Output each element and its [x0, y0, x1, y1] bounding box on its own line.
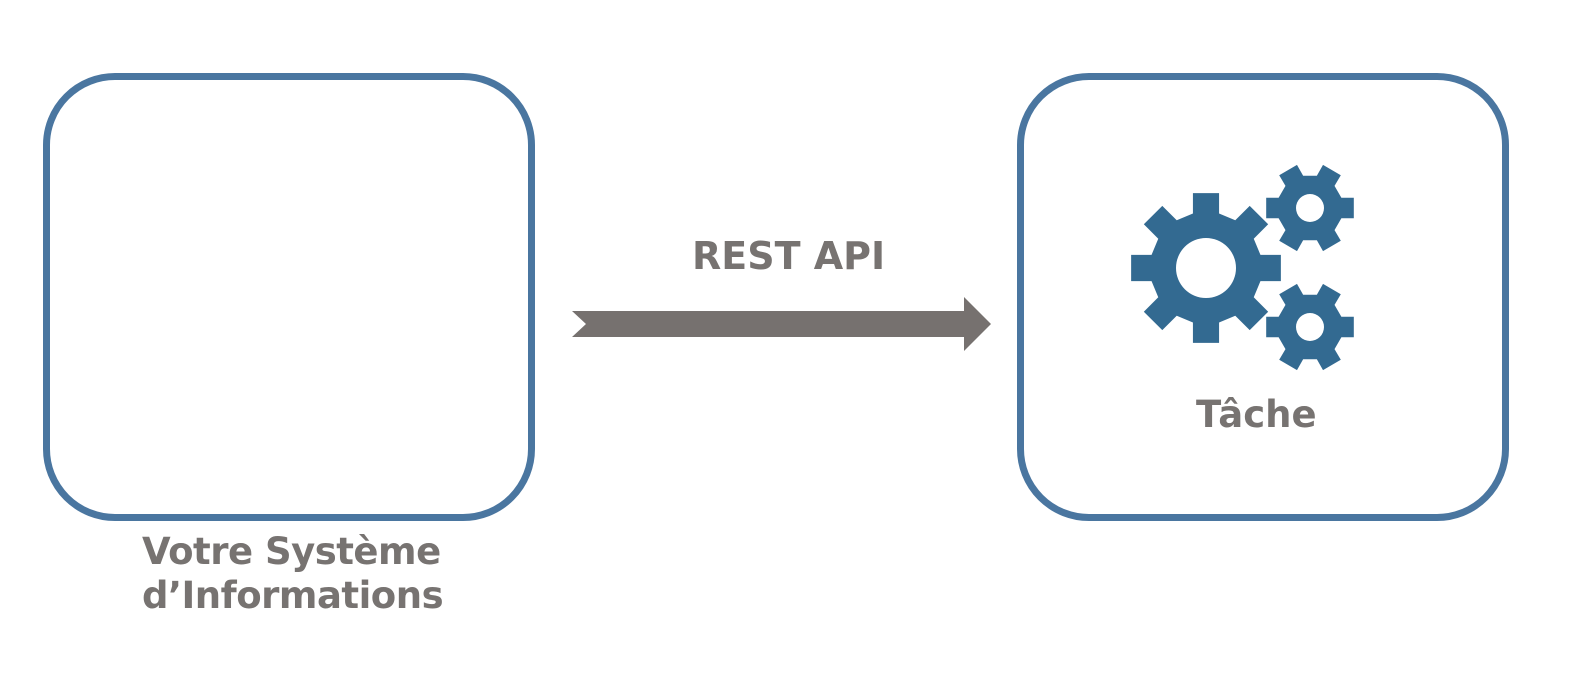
large-gear-icon — [1131, 193, 1281, 343]
source-system-box — [43, 73, 535, 521]
rest-api-label: REST API — [692, 234, 886, 278]
source-system-label-line1: Votre Système — [142, 530, 441, 573]
task-box — [1017, 73, 1509, 521]
small-gear-top-icon — [1266, 164, 1354, 252]
task-label: Tâche — [1196, 393, 1317, 436]
source-system-label: Votre Système d’Informations — [142, 530, 444, 618]
gears-icon — [1131, 164, 1354, 371]
rest-api-arrow — [572, 297, 991, 351]
small-gear-bottom-icon — [1266, 283, 1354, 371]
source-system-label-line2: d’Informations — [142, 574, 444, 617]
arrow-shape — [572, 297, 991, 351]
